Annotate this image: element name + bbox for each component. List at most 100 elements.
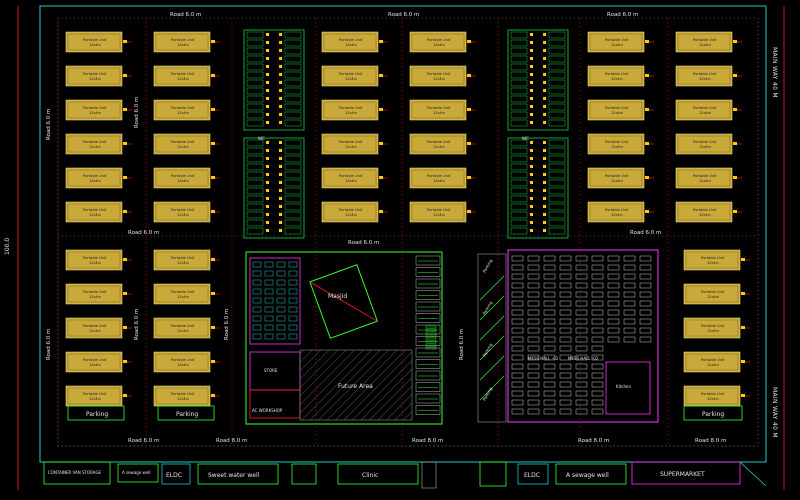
wc-fixture bbox=[530, 113, 533, 116]
mess-table bbox=[623, 255, 636, 262]
seat bbox=[264, 279, 274, 286]
unit-body bbox=[153, 201, 211, 223]
mess-table bbox=[591, 300, 604, 307]
mess-table bbox=[575, 336, 588, 343]
unit-meter bbox=[379, 176, 383, 179]
road-label-bottom-5: Road 8.0 m bbox=[695, 438, 726, 444]
wc-cubicle bbox=[548, 111, 566, 119]
wc-cubicle bbox=[548, 63, 566, 71]
unit-inner bbox=[155, 169, 209, 187]
wc-fixture bbox=[530, 221, 533, 224]
unit-body bbox=[675, 133, 733, 155]
unit-size-label: 12x4m bbox=[707, 261, 719, 265]
mess-table bbox=[511, 390, 524, 397]
unit-label: Portable Unit bbox=[693, 72, 717, 76]
unit-body bbox=[675, 201, 733, 223]
unit-meter bbox=[467, 142, 471, 145]
road-label-mid-2: Road 6.0 m bbox=[348, 240, 379, 246]
unit-inner bbox=[155, 135, 209, 153]
unit-inner bbox=[677, 135, 731, 153]
unit-meter bbox=[741, 360, 745, 363]
eldc-2-label: ELDC bbox=[524, 472, 540, 479]
seat bbox=[276, 270, 286, 277]
unit-label: Portable Unit bbox=[83, 358, 107, 362]
mess-table bbox=[559, 273, 572, 280]
unit-body bbox=[65, 99, 123, 121]
mess-table bbox=[511, 327, 524, 334]
wc-fixture bbox=[266, 181, 269, 184]
unit-label: Portable Unit bbox=[339, 208, 363, 212]
wc-fixture bbox=[530, 141, 533, 144]
mess-table bbox=[527, 327, 540, 334]
mess-table bbox=[575, 318, 588, 325]
wc-fixture bbox=[279, 65, 282, 68]
seat bbox=[276, 297, 286, 304]
mess-table bbox=[639, 255, 652, 262]
stair-step bbox=[425, 331, 437, 335]
unit-size-label: 12x4m bbox=[433, 145, 445, 149]
wc-fixture bbox=[530, 33, 533, 36]
side-room bbox=[415, 301, 441, 312]
wc-cubicle bbox=[284, 187, 302, 195]
supermarket-label: SUPERMARKET bbox=[660, 471, 705, 478]
unit-size-label: 12x4m bbox=[89, 363, 101, 367]
unit-inner bbox=[67, 135, 121, 153]
mess-table bbox=[511, 372, 524, 379]
wc-cubicle bbox=[510, 119, 528, 127]
unit-size-label: 12x4m bbox=[345, 111, 357, 115]
unit-size-label: 12x4m bbox=[699, 43, 711, 47]
wc-cubicle bbox=[246, 147, 264, 155]
unit-inner bbox=[589, 203, 643, 221]
mess-table bbox=[591, 255, 604, 262]
parking-stripe bbox=[479, 335, 505, 361]
unit-size-label: 12x4m bbox=[89, 213, 101, 217]
wc-cubicle bbox=[548, 47, 566, 55]
seat bbox=[264, 315, 274, 322]
wc-cubicle bbox=[246, 187, 264, 195]
wc-cubicle bbox=[510, 211, 528, 219]
unit-body bbox=[587, 133, 645, 155]
wc-cubicle bbox=[246, 227, 264, 235]
mess-table bbox=[527, 372, 540, 379]
unit-label: Portable Unit bbox=[339, 72, 363, 76]
unit-label: Portable Unit bbox=[83, 256, 107, 260]
mess-table bbox=[559, 300, 572, 307]
mess-table bbox=[591, 273, 604, 280]
wc-cubicle bbox=[284, 55, 302, 63]
mess-table bbox=[591, 354, 604, 361]
unit-size-label: 12x4m bbox=[699, 145, 711, 149]
unit-inner bbox=[677, 67, 731, 85]
unit-inner bbox=[685, 251, 739, 269]
sweet-water-well bbox=[197, 463, 279, 485]
mess-table bbox=[575, 291, 588, 298]
unit-meter bbox=[123, 176, 127, 179]
wc-cubicle bbox=[246, 71, 264, 79]
wc-fixture bbox=[543, 97, 546, 100]
unit-meter bbox=[211, 258, 215, 261]
unit-label: Portable Unit bbox=[427, 140, 451, 144]
unit-label: Portable Unit bbox=[171, 392, 195, 396]
unit-meter bbox=[733, 176, 737, 179]
mess-table bbox=[527, 273, 540, 280]
unit-body bbox=[675, 99, 733, 121]
wc-cubicle bbox=[284, 95, 302, 103]
wc-fixture bbox=[530, 57, 533, 60]
mess-table bbox=[623, 264, 636, 271]
unit-meter bbox=[211, 394, 215, 397]
wc-cubicle bbox=[284, 47, 302, 55]
seat bbox=[264, 306, 274, 313]
sewage-well-2-label: A sewage well bbox=[566, 472, 609, 479]
unit-size-label: 12x4m bbox=[699, 213, 711, 217]
wc-cubicle bbox=[548, 147, 566, 155]
wc-fixture bbox=[530, 181, 533, 184]
mess-table bbox=[511, 318, 524, 325]
mess-table bbox=[543, 336, 556, 343]
